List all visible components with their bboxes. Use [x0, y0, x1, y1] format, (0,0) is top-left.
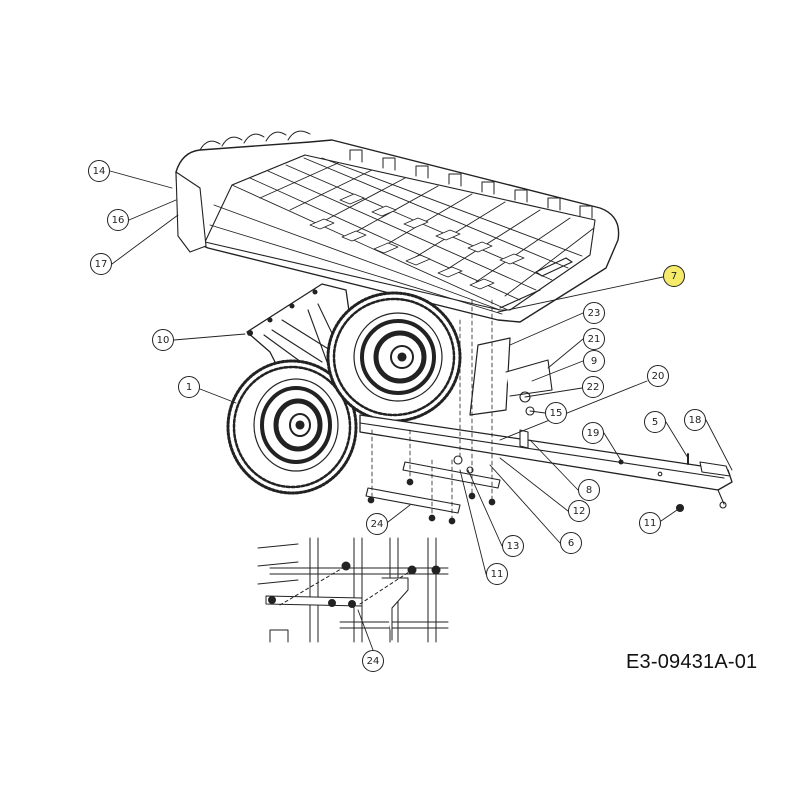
inset-detail	[257, 537, 449, 643]
callout-11-tongue[interactable]: 11	[639, 512, 661, 534]
callout-20[interactable]: 20	[647, 365, 669, 387]
callout-8[interactable]: 8	[578, 479, 600, 501]
callout-17[interactable]: 17	[90, 253, 112, 275]
callout-7-highlighted[interactable]: 7	[663, 265, 685, 287]
callout-5[interactable]: 5	[644, 411, 666, 433]
callout-18[interactable]: 18	[684, 409, 706, 431]
mounting-bars	[365, 461, 501, 525]
cargo-bed	[175, 130, 620, 323]
callout-14[interactable]: 14	[88, 160, 110, 182]
callout-10[interactable]: 10	[152, 329, 174, 351]
callout-21[interactable]: 21	[583, 328, 605, 350]
callout-24-inset[interactable]: 24	[362, 650, 384, 672]
callout-24-main[interactable]: 24	[366, 513, 388, 535]
callout-16[interactable]: 16	[107, 209, 129, 231]
callout-13[interactable]: 13	[502, 535, 524, 557]
callout-23[interactable]: 23	[583, 302, 605, 324]
wheel-rear	[326, 291, 462, 423]
assembly-lines	[371, 299, 493, 521]
hub-bracket	[469, 337, 553, 416]
tongue-drawbar	[359, 414, 733, 513]
drawing-id-label: E3-09431A-01	[626, 651, 758, 673]
callout-1[interactable]: 1	[178, 376, 200, 398]
callout-22[interactable]: 22	[582, 376, 604, 398]
callout-9[interactable]: 9	[583, 350, 605, 372]
callout-19[interactable]: 19	[582, 422, 604, 444]
leader-lines	[109, 170, 733, 651]
callout-6[interactable]: 6	[560, 532, 582, 554]
callout-11-bar[interactable]: 11	[486, 563, 508, 585]
callout-12[interactable]: 12	[568, 500, 590, 522]
callout-15[interactable]: 15	[545, 402, 567, 424]
wheel-front	[226, 359, 358, 495]
